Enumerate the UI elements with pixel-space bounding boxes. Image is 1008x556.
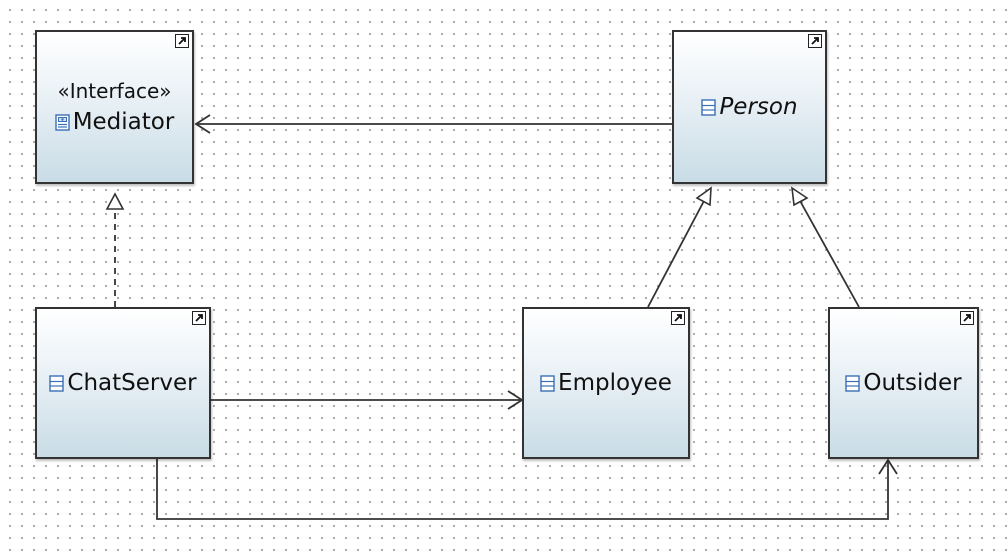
interface-icon (54, 113, 70, 131)
node-title: Mediator (54, 109, 175, 135)
shortcut-arrow-icon[interactable] (192, 311, 206, 325)
node-name: ChatServer (67, 370, 197, 396)
shortcut-arrow-icon[interactable] (808, 34, 822, 48)
class-node-outsider[interactable]: Outsider (828, 307, 979, 459)
class-icon (701, 98, 717, 116)
node-title: Person (701, 94, 798, 120)
generalization-employee-person (647, 186, 712, 308)
class-node-employee[interactable]: Employee (522, 307, 690, 459)
class-node-person[interactable]: Person (672, 30, 827, 184)
node-stereotype: «Interface» (57, 79, 172, 103)
association-chatserver-outsider (156, 458, 898, 520)
class-icon (49, 374, 65, 392)
shortcut-arrow-icon[interactable] (960, 311, 974, 325)
association-person-mediator (194, 114, 672, 134)
class-icon (540, 374, 555, 392)
node-title: Outsider (845, 370, 962, 396)
node-name: Employee (558, 370, 672, 396)
shortcut-arrow-icon[interactable] (671, 311, 685, 325)
node-title: ChatServer (49, 370, 197, 396)
class-node-chatserver[interactable]: ChatServer (35, 307, 211, 459)
association-chatserver-employee (211, 390, 524, 410)
node-name: Mediator (72, 109, 175, 135)
node-name: Person (719, 94, 798, 120)
class-node-mediator[interactable]: «Interface» Mediator (35, 30, 194, 184)
node-title: Employee (540, 370, 672, 396)
shortcut-arrow-icon[interactable] (175, 34, 189, 48)
node-name: Outsider (863, 370, 962, 396)
class-icon (845, 374, 861, 392)
realization-chatserver-mediator (105, 192, 125, 307)
generalization-outsider-person (791, 186, 860, 308)
